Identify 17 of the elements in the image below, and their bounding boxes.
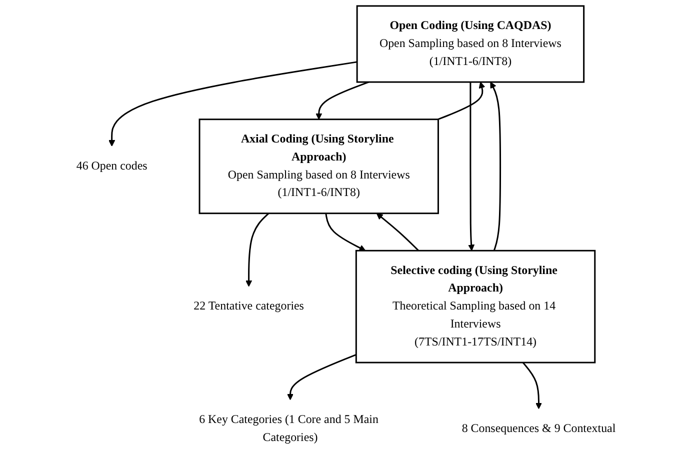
node-text: 22 Tentative categories: [194, 300, 304, 313]
node-box: Axial Coding (Using Storyline Approach) Open Sampling based on 8 Interviews (1/INT1-6/INT8): [198, 118, 439, 214]
arrow: [246, 212, 270, 287]
node-box: Selective coding (Using Storyline Approach) Theoretical Sampling based on 14 Interviews (7TS/INT1-17TS/INT14): [355, 250, 596, 364]
arrow: [522, 362, 542, 410]
arrow: [490, 82, 502, 251]
arrow: [286, 354, 356, 400]
arrow: [316, 81, 369, 120]
arrow: [108, 61, 358, 146]
node-box: Open Coding (Using CAQDAS) Open Sampling based on 8 Interviews (1/INT1-6/INT8): [356, 5, 585, 83]
arrow: [438, 82, 486, 120]
arrow: [325, 213, 366, 251]
node-text: 46 Open codes: [76, 160, 148, 172]
arrow: [376, 213, 420, 252]
node-text: 6 Key Categories (1 Core and 5 Main Categories): [199, 413, 378, 444]
arrow: [468, 82, 475, 251]
node-text: 8 Consequences & 9 Contextual: [462, 422, 616, 435]
